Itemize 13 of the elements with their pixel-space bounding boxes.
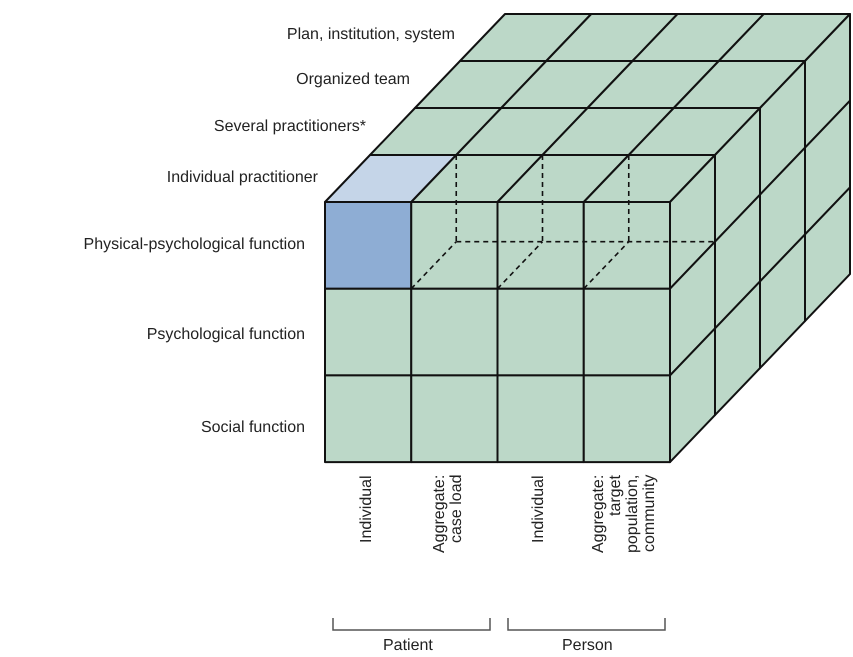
axis-label: Social function bbox=[200, 418, 305, 437]
axis-label: Individual bbox=[530, 475, 547, 545]
axis-label: Physical-psychological function bbox=[84, 235, 305, 254]
axis-label: Psychological function bbox=[146, 325, 305, 344]
axis-label: Aggregate: target population, community bbox=[590, 475, 658, 556]
axis-label: Organized team bbox=[296, 70, 410, 89]
group-label: Person bbox=[562, 636, 613, 655]
axis-label: Individual practitioner bbox=[166, 168, 318, 187]
group-label: Patient bbox=[383, 636, 433, 655]
axis-label: Aggregate: case load bbox=[431, 475, 465, 556]
axis-label: Individual bbox=[358, 475, 375, 545]
axis-label: Plan, institution, system bbox=[286, 25, 455, 44]
axis-label: Several practitioners* bbox=[214, 117, 366, 136]
